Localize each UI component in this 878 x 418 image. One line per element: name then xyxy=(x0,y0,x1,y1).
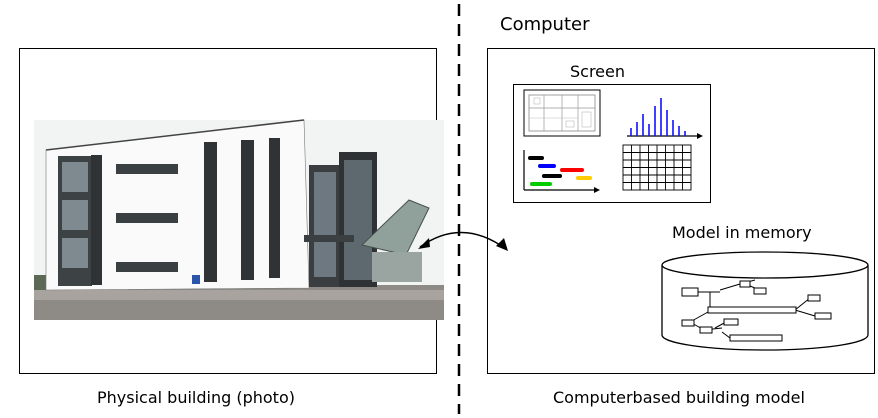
link-arrow xyxy=(418,231,508,251)
bar-chart-thumbnail xyxy=(627,98,703,139)
screen-label: Screen xyxy=(570,62,626,81)
computer-caption: Computerbased building model xyxy=(553,388,805,407)
memory-label: Model in memory xyxy=(672,223,812,242)
memory-cylinder xyxy=(661,251,869,351)
gantt-chart-thumbnail xyxy=(523,150,600,193)
computer-title: Computer xyxy=(500,14,590,35)
photo-caption: Physical building (photo) xyxy=(97,388,295,407)
building-photo xyxy=(34,119,444,320)
table-grid-thumbnail xyxy=(622,144,692,191)
floor-plan-thumbnail xyxy=(523,89,601,137)
